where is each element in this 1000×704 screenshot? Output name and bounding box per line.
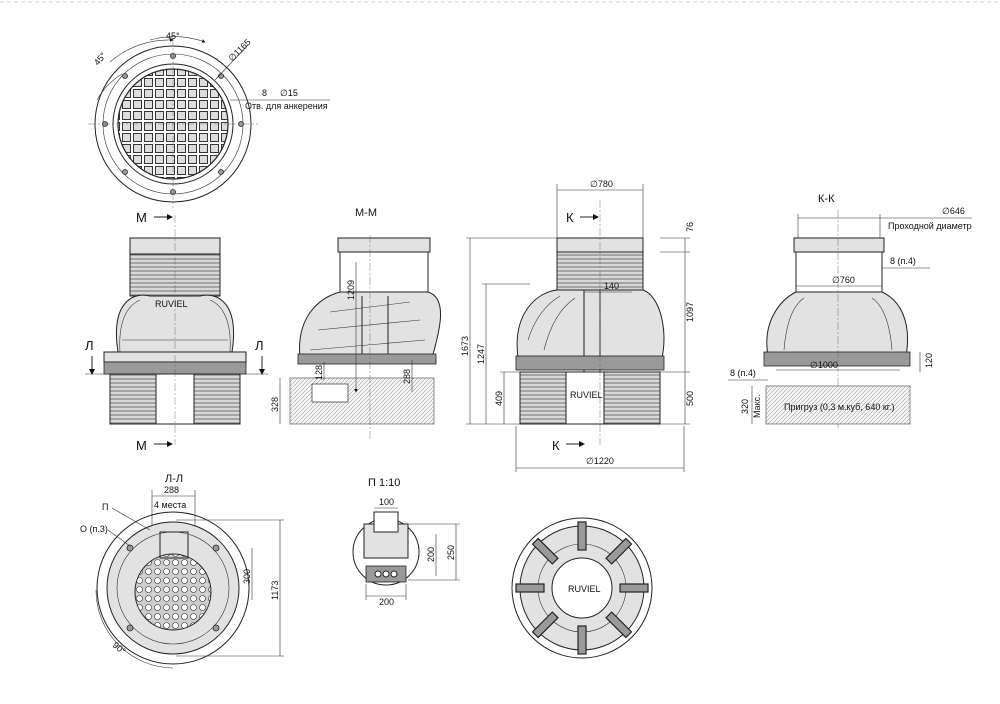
ll-label-p: П xyxy=(102,502,108,512)
dim-500: 500 xyxy=(685,391,695,406)
dim-140: 140 xyxy=(604,281,619,291)
dim-760: ∅760 xyxy=(832,275,855,285)
max-label: Макс. xyxy=(752,394,762,418)
plan-diameter: ∅1165 xyxy=(226,37,252,63)
side-brand: RUVIEL xyxy=(570,390,603,400)
anchor-note: Отв. для анкерения xyxy=(245,101,328,111)
ll-dim-1173: 1173 xyxy=(270,581,280,600)
ll-angle-90: 90° xyxy=(111,640,128,657)
marker-m-bottom: М xyxy=(136,438,147,453)
detail-dim-250: 250 xyxy=(446,545,456,560)
front-brand: RUVIEL xyxy=(155,299,188,309)
detail-p: П 1:10 100 200 250 200 xyxy=(352,477,460,607)
section-kk-title: К-К xyxy=(818,193,835,205)
section-ll: Л-Л 288 4 места П О (п.3) 300 1173 90° xyxy=(80,473,284,669)
angle-45-top: 45° xyxy=(166,31,180,41)
dim-1673: 1673 xyxy=(460,336,470,356)
dim-1220: ∅1220 xyxy=(586,456,614,466)
detail-dim-100: 100 xyxy=(379,497,394,507)
dim-646: ∅646 xyxy=(942,206,965,216)
section-mm-title: М-М xyxy=(355,207,377,219)
anchor-diameter: ∅15 xyxy=(280,88,298,98)
dim-1097: 1097 xyxy=(685,302,695,322)
dim-1247: 1247 xyxy=(476,344,486,364)
ll-label-o: О (п.3) xyxy=(80,524,108,534)
section-kk: К-К ∅646 Проходной диаметр ∅760 8 (п.4) … xyxy=(728,193,972,430)
plan-top-view: 45° 45° ∅1165 8 ∅15 Отв. для анкерения xyxy=(88,31,330,208)
dim-1000: ∅1000 xyxy=(810,360,838,370)
dim-409: 409 xyxy=(494,391,504,406)
bottom-view: RUVIEL xyxy=(511,517,653,659)
detail-dim-200-v: 200 xyxy=(426,547,436,562)
dim-780: ∅780 xyxy=(590,179,613,189)
dim-328: 328 xyxy=(270,397,280,412)
bottom-spokes xyxy=(515,521,649,655)
dim-128: 128 xyxy=(314,365,324,380)
bottom-brand: RUVIEL xyxy=(568,584,601,594)
dim-288: 288 xyxy=(402,369,412,384)
dim-8-p4-left: 8 (п.4) xyxy=(730,368,756,378)
passage-diameter: Проходной диаметр xyxy=(888,221,972,231)
ll-places: 4 места xyxy=(154,500,186,510)
marker-k-top: К xyxy=(566,210,574,225)
dim-8-p4-right: 8 (п.4) xyxy=(890,256,916,266)
marker-m-top: М xyxy=(136,210,147,225)
detail-dim-200-h: 200 xyxy=(379,597,394,607)
dim-120: 120 xyxy=(924,353,934,368)
marker-k-bottom: К xyxy=(552,438,560,453)
section-mm: М-М 1209 128 288 328 xyxy=(270,207,441,440)
ll-dim-300: 300 xyxy=(242,569,252,584)
detail-p-title: П 1:10 xyxy=(368,477,400,489)
marker-l-right: Л xyxy=(255,338,264,353)
section-ll-title: Л-Л xyxy=(165,473,183,485)
ll-dim-288: 288 xyxy=(164,485,179,495)
dim-320: 320 xyxy=(740,399,750,414)
anchor-count: 8 xyxy=(262,88,267,98)
ballast-note: Пригруз (0,3 м.куб, 640 кг.) xyxy=(784,402,894,412)
dim-76: 76 xyxy=(685,222,695,232)
marker-l-left: Л xyxy=(85,338,94,353)
front-view: RUVIEL М М Л Л xyxy=(85,210,268,453)
dim-1209: 1209 xyxy=(346,280,356,300)
angle-45-left: 45° xyxy=(92,50,109,67)
side-view: ∅780 К RUVIEL К 140 76 1097 500 xyxy=(460,179,695,472)
